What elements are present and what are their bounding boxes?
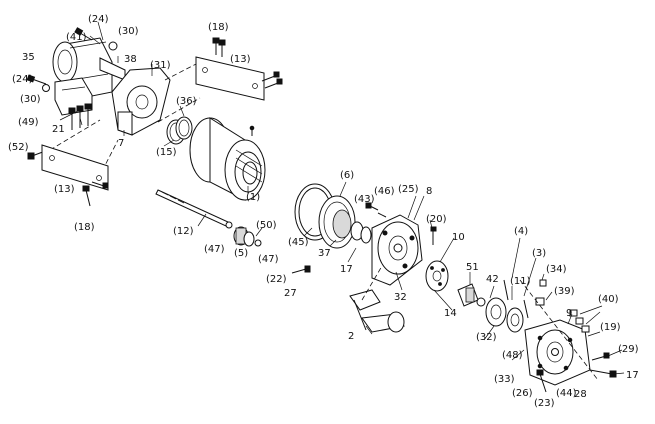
- callout-41: (41): [66, 32, 87, 43]
- callout-43: (43): [354, 194, 375, 205]
- drum-assembly: [166, 116, 266, 201]
- callout-51: 51: [466, 262, 479, 273]
- callout-24a: (24): [88, 14, 109, 25]
- callout-8: 8: [426, 186, 432, 197]
- callout-3: (3): [532, 248, 546, 259]
- callout-25: (25): [398, 184, 419, 195]
- callout-33: (33): [494, 374, 515, 385]
- output-shaft-assembly: [457, 279, 529, 333]
- callout-18b: (18): [74, 222, 95, 233]
- callout-32b: (32): [476, 332, 497, 343]
- callout-36: (36): [176, 96, 197, 107]
- callout-17a: 17: [340, 264, 353, 275]
- callout-6: (6): [340, 170, 354, 181]
- callout-28: 28: [574, 389, 587, 400]
- callout-29: (29): [618, 344, 639, 355]
- callout-44: (44): [556, 388, 577, 399]
- callout-23: (23): [534, 398, 555, 409]
- callout-39: (39): [554, 286, 575, 297]
- callout-12: (12): [173, 226, 194, 237]
- callout-47b: (47): [258, 254, 279, 265]
- callout-50: (50): [256, 220, 277, 231]
- callout-38: 38: [124, 54, 137, 65]
- brake-plate-assembly: [291, 202, 437, 333]
- callout-30a: (30): [118, 26, 139, 37]
- callout-34: (34): [546, 264, 567, 275]
- callout-52: (52): [8, 142, 29, 153]
- callout-13b: (13): [54, 184, 75, 195]
- bracket-bottom: [41, 144, 109, 207]
- callout-30b: (30): [20, 94, 41, 105]
- callout-11: (11): [510, 276, 531, 287]
- callout-20: (20): [426, 214, 447, 225]
- callout-7: 7: [118, 138, 124, 149]
- disc-assembly: [425, 260, 449, 292]
- ring-gear-assembly: [294, 183, 372, 249]
- callout-21: 21: [52, 124, 65, 135]
- part-callouts: (24) (30) (41) 35 38 (31) (18) (13) (24) (30) (49)…: [8, 14, 639, 409]
- end-housing-assembly: [519, 279, 617, 393]
- bracket-top: [195, 37, 283, 101]
- callout-37: 37: [318, 248, 331, 259]
- shaft-assembly: [155, 189, 262, 247]
- callout-46: (46): [374, 186, 395, 197]
- callout-27: 27: [284, 288, 297, 299]
- callout-19: (19): [600, 322, 621, 333]
- callout-15: (15): [156, 147, 177, 158]
- callout-18a: (18): [208, 22, 229, 33]
- callout-4: (4): [514, 226, 528, 237]
- callout-1: (1): [246, 192, 260, 203]
- callout-26: (26): [512, 388, 533, 399]
- callout-49: (49): [18, 117, 39, 128]
- callout-17b: 17: [626, 370, 639, 381]
- callout-31: (31): [150, 60, 171, 71]
- callout-47a: (47): [204, 244, 225, 255]
- leader-lines: [59, 21, 625, 375]
- motor-assembly: [26, 27, 171, 160]
- callout-40: (40): [598, 294, 619, 305]
- callout-14: 14: [444, 308, 457, 319]
- callout-13a: (13): [230, 54, 251, 65]
- callout-22: (22): [266, 274, 287, 285]
- callout-42: 42: [486, 274, 499, 285]
- callout-24b: (24): [12, 74, 33, 85]
- callout-9: 9: [566, 308, 572, 319]
- callout-2: 2: [348, 331, 354, 342]
- callout-32a: 32: [394, 292, 407, 303]
- callout-45: (45): [288, 237, 309, 248]
- callout-10: 10: [452, 232, 465, 243]
- callout-48: (48): [502, 350, 523, 361]
- callout-35: 35: [22, 52, 35, 63]
- callout-5: (5): [234, 248, 248, 259]
